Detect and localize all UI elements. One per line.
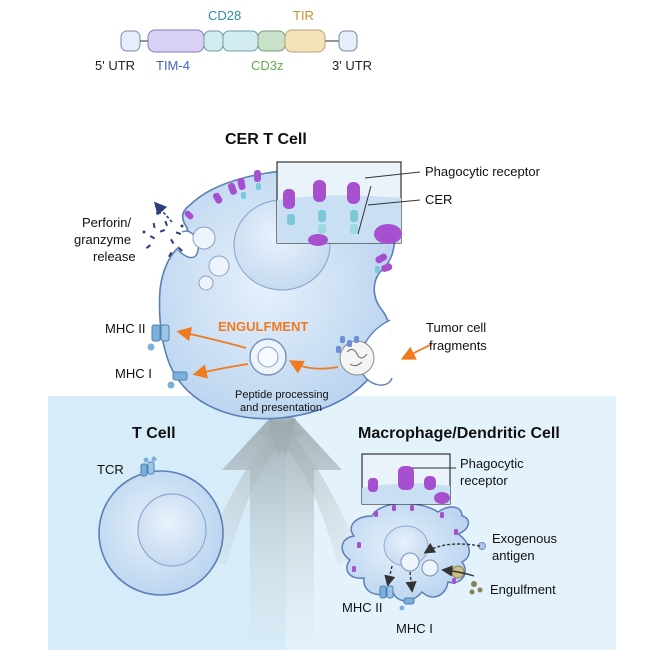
cer-t-cell-title: CER T Cell: [225, 131, 307, 148]
apc-engulfment-label: Engulfment: [490, 582, 556, 597]
apc-phagosome: [400, 552, 420, 572]
granzyme-label: granzyme: [74, 232, 131, 247]
right-arrow: [268, 418, 364, 565]
cer-mhc2-label: MHC II: [105, 321, 145, 336]
tumor-label-1: Tumor cell: [426, 320, 486, 335]
cd28-segment-2: [222, 30, 259, 52]
apc-phago-label-1: Phagocytic: [460, 456, 524, 471]
peptide-label-1: Peptide processing: [235, 389, 329, 401]
left-arrow: [200, 418, 296, 565]
utr5-segment: [120, 30, 141, 52]
exogenous-label-2: antigen: [492, 548, 535, 563]
cd3z-label: CD3z: [251, 58, 284, 73]
inset-membrane: [277, 195, 401, 243]
cup-receptors: [336, 336, 359, 353]
release-arrow: [153, 201, 173, 223]
cer-mhc1: [167, 371, 188, 389]
cer-leader: [367, 199, 421, 206]
tir-label: TIR: [293, 8, 314, 23]
phagocytic-receptor-leader: [364, 171, 421, 179]
t-cell-title: T Cell: [132, 425, 176, 442]
engulfment-label: ENGULFMENT: [218, 319, 308, 334]
apc-title: Macrophage/Dendritic Cell: [358, 425, 560, 442]
granule-vesicle-2: [208, 255, 230, 277]
phagosome-content: [257, 346, 279, 368]
tim4-label: TIM-4: [156, 58, 190, 73]
apc-mhc1: [399, 597, 415, 611]
tcr-receptor: [140, 456, 157, 477]
granule-vesicle-3: [198, 275, 214, 291]
apc-zoom-inset: [361, 453, 456, 505]
utr3-segment: [338, 30, 358, 52]
apc-inset-receptors: [368, 466, 450, 504]
tumor-fragment-detail: [346, 348, 368, 367]
tumor-fragment: [339, 340, 375, 376]
peptide-label-2: and presentation: [240, 402, 322, 414]
granule-vesicle: [192, 226, 216, 250]
apc-mhc1-label: MHC I: [396, 621, 433, 636]
surface-phagocytic-receptors: [184, 170, 393, 272]
cer-mhc2: [147, 324, 170, 351]
apc-arrows: [384, 542, 481, 593]
tim4-segment: [147, 29, 205, 53]
apc-cell: Macrophage/Dendritic Cell: [341, 425, 560, 636]
apc-receptors: [352, 505, 458, 584]
cer-mhc1-label: MHC I: [115, 366, 152, 381]
apc-phago-label-2: receptor: [460, 473, 508, 488]
exogenous-label-1: Exogenous: [492, 531, 558, 546]
utr3-label: 3' UTR: [332, 58, 372, 73]
cer-zoom-inset: [276, 161, 421, 246]
car-construct: 5' UTR TIM-4 CD28 CD3z TIR 3' UTR: [95, 8, 372, 73]
cer-t-cell: CER T Cell: [74, 131, 541, 420]
cd28-segment: [203, 30, 224, 52]
t-cell-nucleus: [137, 493, 207, 567]
surface-cer-domains: [241, 183, 380, 273]
t-cell: T Cell TCR: [97, 425, 224, 596]
apc-mhc2: [379, 585, 394, 599]
apc-mhc2-label: MHC II: [342, 600, 382, 615]
inset-receptors: [283, 180, 402, 246]
cd3z-segment: [257, 30, 286, 52]
release-label: release: [93, 249, 136, 264]
apc-phagosome-2: [421, 559, 439, 577]
utr5-label: 5' UTR: [95, 58, 135, 73]
tcr-label: TCR: [97, 462, 124, 477]
cer-label: CER: [425, 192, 452, 207]
conversion-arrows: [200, 405, 364, 640]
perforin-label: Perforin/: [82, 215, 132, 230]
tir-segment: [284, 29, 326, 53]
tumor-label-2: fragments: [429, 338, 487, 353]
phagocytic-receptor-label: Phagocytic receptor: [425, 164, 541, 179]
cer-bracket: [357, 185, 372, 235]
inset-cer-domains: [287, 210, 358, 234]
engulfment-arrows: [176, 327, 433, 379]
cd28-label: CD28: [208, 8, 241, 23]
